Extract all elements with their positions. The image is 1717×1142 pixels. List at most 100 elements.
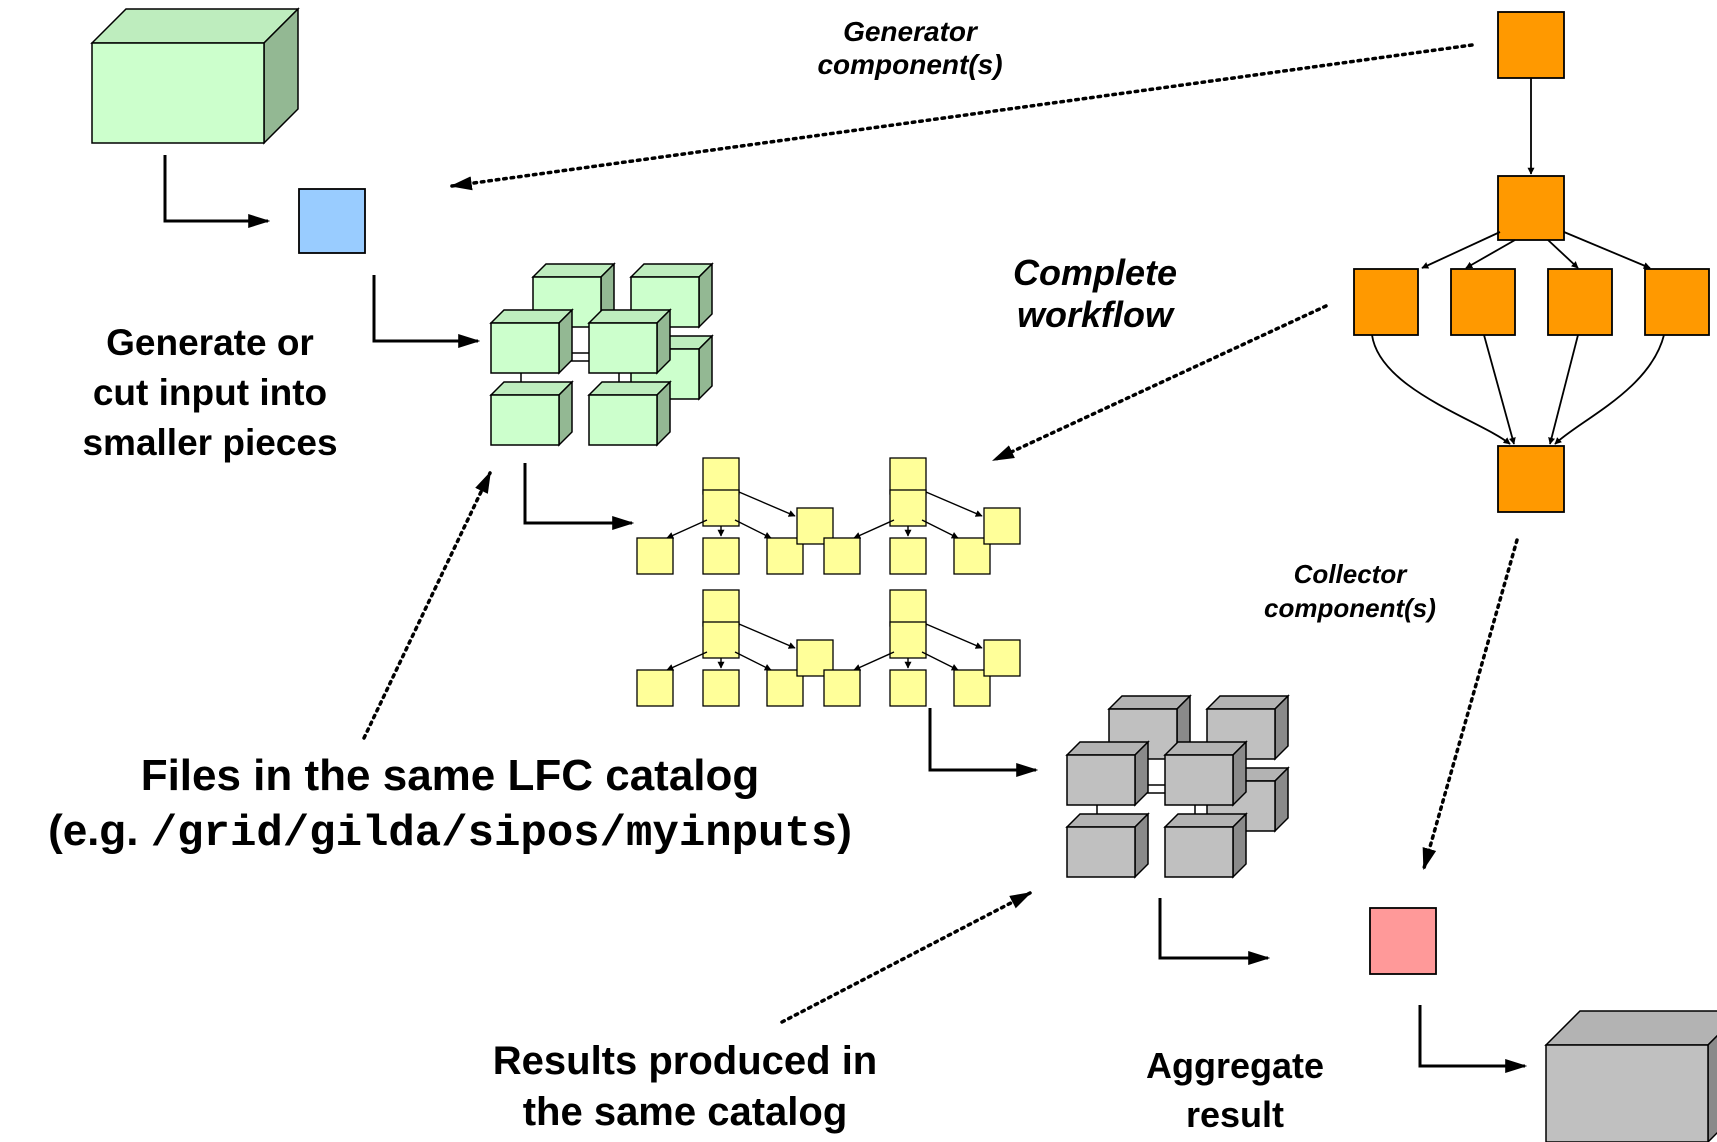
collector-label-line1: Collector: [1293, 559, 1407, 589]
job-workflow-3-center-node: [702, 669, 740, 707]
arrow-results-to-collector: [1158, 898, 1271, 965]
complete-workflow-label: Complete workflow: [955, 252, 1235, 336]
results-label-line2: the same catalog: [522, 1090, 848, 1135]
input-pieces-cluster-cube-front-4-top: [587, 381, 672, 396]
complete-workflow-line1: Complete: [1012, 252, 1178, 293]
job-workflow-4: [823, 589, 1021, 707]
result-pieces-cluster-cube-front-1-top: [1065, 741, 1150, 756]
generator-label-line2: component(s): [817, 48, 1003, 80]
job-workflow-4-edge-3: [921, 651, 959, 671]
pointer-results: [780, 891, 1032, 1024]
workflow-edge-split-3: [1547, 239, 1579, 269]
generate-label-line3: smaller pieces: [82, 421, 338, 463]
arrow-input-to-generator: [163, 155, 271, 228]
pointer-files-catalog: [362, 471, 492, 740]
generate-label-line2: cut input into: [92, 371, 328, 413]
input-pieces-cluster-cube-front-4-front: [588, 394, 658, 446]
result-pieces-cluster: [1065, 694, 1290, 879]
input-pieces-cluster-cube-front-2-front: [588, 322, 658, 374]
generate-label: Generate or cut input into smaller piece…: [45, 318, 375, 468]
workflow-edge-join-2: [1483, 334, 1516, 445]
collector-label: Collector component(s): [1230, 558, 1470, 626]
workflow-split-node: [1497, 175, 1565, 241]
result-pieces-cluster-cube-front-2-top: [1163, 741, 1248, 756]
job-workflow-4-edge-2: [853, 651, 895, 671]
workflow-edge-join-4: [1554, 334, 1665, 445]
flow-arrows: [163, 155, 1528, 1073]
pointer-complete-workflow: [992, 304, 1328, 462]
pointer-collector: [1422, 538, 1519, 871]
input-pieces-cluster-cube-front-2-top: [587, 309, 672, 324]
workflow-parallel-node-2: [1450, 268, 1516, 336]
catalog-path: /grid/gilda/sipos/myinputs: [150, 809, 838, 859]
job-workflow-2-left-node: [823, 537, 861, 575]
arrow-generator-to-pieces: [372, 275, 481, 348]
job-workflow-2-edge-3: [921, 519, 959, 539]
job-workflow-1-mid-node: [702, 489, 740, 527]
generate-label-line1: Generate or: [106, 322, 314, 363]
pointer-generator: [449, 43, 1474, 191]
generator-node: [298, 188, 366, 254]
result-pieces-cluster-cube-back-1-top: [1107, 695, 1192, 710]
input-pieces-cluster-cube-front-3-front: [490, 394, 560, 446]
input-pieces-cluster-cube-front-2: [587, 308, 672, 375]
result-pieces-cluster-cube-front-3: [1065, 812, 1150, 879]
job-workflow-2-center-node: [889, 537, 927, 575]
job-workflow-2-top-node: [889, 457, 927, 495]
result-pieces-cluster-cube-front-3-top: [1065, 813, 1150, 828]
job-workflow-1-edge-3: [734, 519, 772, 539]
collector-node: [1369, 907, 1437, 975]
arrow-collector-to-aggregate: [1418, 1005, 1528, 1073]
aggregate-result-cube: [1544, 1010, 1717, 1142]
input-pieces-cluster-cube-front-3-top: [489, 381, 574, 396]
complete-workflow-graph: [1353, 11, 1710, 513]
input-pieces-cluster-cube-back-1-top: [531, 263, 616, 278]
job-workflow-1-edge-2: [666, 519, 708, 539]
dotted-pointers: [362, 43, 1519, 1024]
job-workflow-2-far-node: [983, 507, 1021, 545]
job-workflow-1-center-node: [702, 537, 740, 575]
files-catalog-prefix: (e.g.: [48, 806, 151, 855]
job-workflow-3-edge-4: [738, 623, 796, 649]
job-workflow-1: [636, 457, 834, 575]
workflow-edge-split-4: [1563, 231, 1651, 269]
collector-label-line2: component(s): [1264, 592, 1436, 623]
job-workflow-3-left-node: [636, 669, 674, 707]
input-pieces-cluster-cube-front-4: [587, 380, 672, 447]
result-pieces-cluster-cube-front-4-top: [1163, 813, 1248, 828]
input-pieces-cluster: [489, 262, 714, 447]
files-catalog-line1: Files in the same LFC catalog: [140, 751, 760, 800]
aggregate-result-cube-front: [1545, 1044, 1709, 1142]
job-workflow-4-top-node: [889, 589, 927, 627]
workflow-join-node: [1497, 445, 1565, 513]
result-pieces-cluster-cube-front-3-front: [1066, 826, 1136, 878]
job-workflow-1-top-node: [702, 457, 740, 495]
workflow-parallel-node-1: [1353, 268, 1419, 336]
files-catalog-suffix: ): [837, 806, 852, 855]
job-workflow-2-edge-4: [925, 491, 983, 517]
input-pieces-cluster-cube-front-3: [489, 380, 574, 447]
arrow-jobs-to-results: [928, 708, 1039, 777]
workflow-parallel-node-4: [1644, 268, 1710, 336]
input-data-cube-front: [91, 42, 265, 144]
aggregate-label-line2: result: [1185, 1093, 1285, 1135]
result-pieces-cluster-cube-front-1-front: [1066, 754, 1136, 806]
workflow-edge-split-2: [1465, 239, 1516, 269]
job-workflow-3-edge-3: [734, 651, 772, 671]
job-workflow-2-mid-node: [889, 489, 927, 527]
job-workflow-2-edge-2: [853, 519, 895, 539]
job-workflow-4-center-node: [889, 669, 927, 707]
aggregate-label: Aggregate result: [1105, 1042, 1365, 1139]
input-pieces-cluster-cube-front-1-top: [489, 309, 574, 324]
input-pieces-cluster-cube-front-1-front: [490, 322, 560, 374]
arrow-pieces-to-jobs: [523, 463, 635, 530]
result-pieces-cluster-cube-front-1: [1065, 740, 1150, 807]
workflow-top-node: [1497, 11, 1565, 79]
job-workflow-3-edge-2: [666, 651, 708, 671]
result-pieces-cluster-cube-front-4-front: [1164, 826, 1234, 878]
result-pieces-cluster-cube-front-2: [1163, 740, 1248, 807]
job-workflow-3: [636, 589, 834, 707]
files-catalog-label: Files in the same LFC catalog (e.g. /gri…: [0, 748, 900, 862]
generator-label: Generator component(s): [780, 16, 1040, 82]
job-workflow-4-far-node: [983, 639, 1021, 677]
